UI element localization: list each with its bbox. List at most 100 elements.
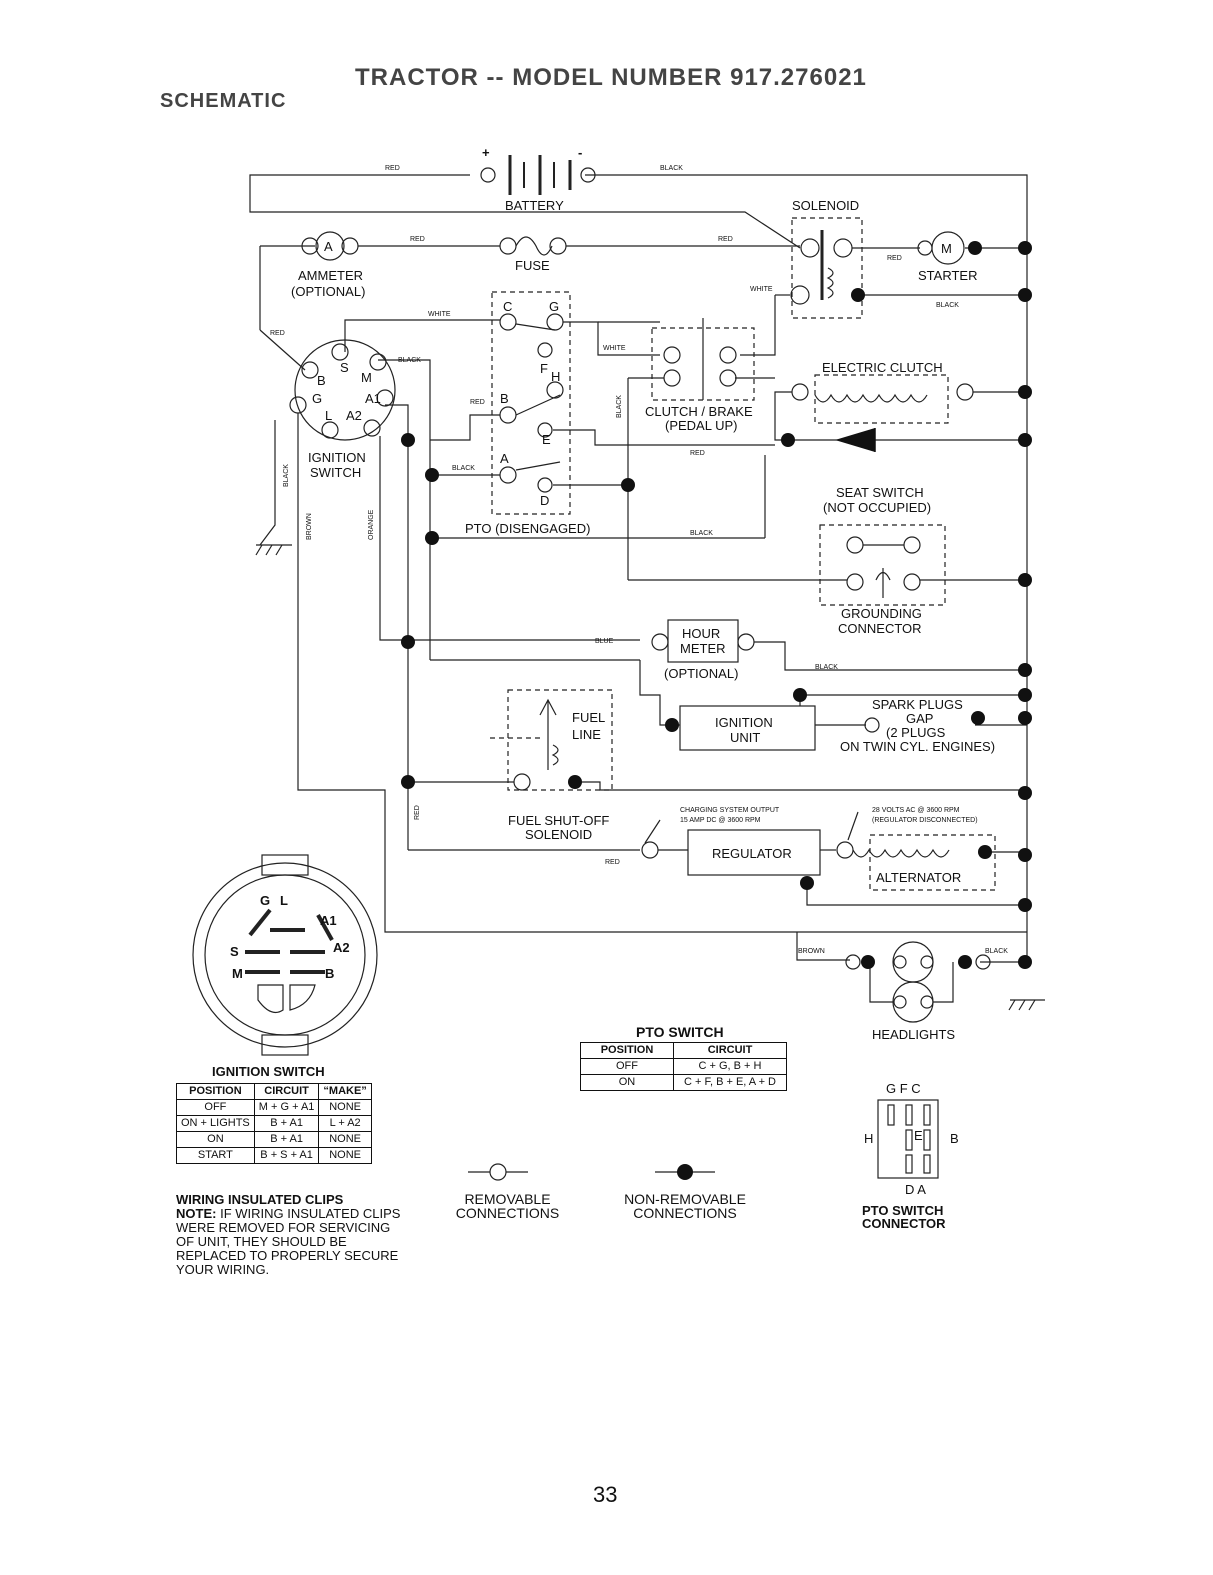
grounding-connector-label-1: GROUNDING bbox=[841, 606, 922, 621]
table-row: OFF C + G, B + H bbox=[580, 1058, 787, 1075]
hour-meter-label-1: HOUR bbox=[682, 626, 720, 641]
connector-letter-a1: A1 bbox=[320, 913, 337, 928]
table-header: “MAKE” bbox=[318, 1083, 372, 1100]
connector-letter-g: G bbox=[260, 893, 270, 908]
clutch-brake-label-1: CLUTCH / BRAKE bbox=[645, 404, 753, 419]
pto-table-caption: PTO SWITCH bbox=[636, 1024, 724, 1040]
hour-meter-label-2: METER bbox=[680, 641, 726, 656]
ammeter-optional: (OPTIONAL) bbox=[291, 284, 365, 299]
wire-label-black: BLACK bbox=[690, 530, 713, 537]
table-row: ON + LIGHTS B + A1 L + A2 bbox=[176, 1115, 372, 1132]
note-heading: WIRING INSULATED CLIPS bbox=[176, 1192, 344, 1207]
note-text: IF WIRING INSULATED CLIPS WERE REMOVED F… bbox=[176, 1206, 401, 1277]
legend-removable: REMOVABLE CONNECTIONS bbox=[450, 1192, 565, 1220]
table-cell: B + A1 bbox=[253, 1131, 320, 1148]
starter-label: STARTER bbox=[918, 268, 977, 283]
wire-label-red: RED bbox=[605, 859, 620, 866]
table-cell: M + G + A1 bbox=[253, 1099, 320, 1116]
connector-letter-a2: A2 bbox=[333, 940, 350, 955]
wire-label-white: WHITE bbox=[750, 286, 773, 293]
legend-removable-line-2: CONNECTIONS bbox=[455, 1205, 560, 1221]
spark-gap-label: GAP bbox=[906, 711, 933, 726]
battery-label: BATTERY bbox=[505, 198, 564, 213]
pto-connector-right: B bbox=[950, 1131, 959, 1146]
fuel-line-label-1: FUEL bbox=[572, 710, 605, 725]
table-header: CIRCUIT bbox=[253, 1083, 320, 1100]
fuel-solenoid-label-2: SOLENOID bbox=[525, 827, 592, 842]
legend-non-removable: NON-REMOVABLE CONNECTIONS bbox=[615, 1192, 755, 1220]
table-row: ON C + F, B + E, A + D bbox=[580, 1074, 787, 1091]
wire-label-red: RED bbox=[410, 236, 425, 243]
solenoid-label: SOLENOID bbox=[792, 198, 859, 213]
starter-symbol: M bbox=[941, 241, 952, 256]
ign-terminal-s: S bbox=[340, 360, 349, 375]
wire-label-blue: BLUE bbox=[595, 638, 614, 645]
pto-connector-caption-2: CONNECTOR bbox=[862, 1216, 946, 1231]
hour-meter-optional: (OPTIONAL) bbox=[664, 666, 738, 681]
pto-connector-center: E bbox=[914, 1128, 923, 1143]
charging-output-label-1: CHARGING SYSTEM OUTPUT bbox=[680, 807, 780, 814]
wire-label-orange-vertical: ORANGE bbox=[368, 509, 375, 540]
page-subtitle: SCHEMATIC bbox=[160, 90, 287, 112]
wire-label-black: BLACK bbox=[398, 357, 421, 364]
fuel-solenoid-label-1: FUEL SHUT-OFF bbox=[508, 813, 609, 828]
wire-label-red: RED bbox=[887, 255, 902, 262]
table-cell: B + A1 bbox=[253, 1115, 320, 1132]
ignition-unit-label-1: IGNITION bbox=[715, 715, 773, 730]
wire-label-red: RED bbox=[690, 450, 705, 457]
ign-terminal-a2: A2 bbox=[346, 408, 362, 423]
alternator-output-label-2: (REGULATOR DISCONNECTED) bbox=[872, 817, 978, 824]
spark-plugs-label: SPARK PLUGS bbox=[872, 697, 963, 712]
pto-connector-left: H bbox=[864, 1131, 873, 1146]
pto-terminal-e: E bbox=[542, 432, 551, 447]
ignition-unit-label-2: UNIT bbox=[730, 730, 760, 745]
electric-clutch-label: ELECTRIC CLUTCH bbox=[822, 360, 943, 375]
table-cell: NONE bbox=[318, 1099, 372, 1116]
grounding-connector-label-2: CONNECTOR bbox=[838, 621, 922, 636]
pto-terminal-g: G bbox=[549, 299, 559, 314]
table-cell: OFF bbox=[176, 1099, 255, 1116]
charging-output-label-2: 15 AMP DC @ 3600 RPM bbox=[680, 817, 761, 824]
page-number: 33 bbox=[593, 1482, 618, 1507]
spark-plugs-note: ON TWIN CYL. ENGINES) bbox=[840, 739, 995, 754]
connector-letter-l: L bbox=[280, 893, 288, 908]
pto-terminal-b: B bbox=[500, 391, 509, 406]
pto-disengaged-label: PTO (DISENGAGED) bbox=[465, 521, 590, 536]
ign-terminal-l: L bbox=[325, 408, 332, 423]
table-cell: START bbox=[176, 1147, 255, 1164]
pto-terminal-a: A bbox=[500, 451, 509, 466]
wire-label-black: BLACK bbox=[985, 948, 1008, 955]
pto-terminal-c: C bbox=[503, 299, 512, 314]
wire-label-black: BLACK bbox=[936, 302, 959, 309]
connector-letter-b: B bbox=[325, 966, 334, 981]
wire-label-black-vertical: BLACK bbox=[616, 395, 623, 418]
table-cell: OFF bbox=[580, 1058, 674, 1075]
pto-connector-bottom: D A bbox=[905, 1182, 926, 1197]
connector-letter-s: S bbox=[230, 944, 239, 959]
legend-removable-line-1: REMOVABLE bbox=[464, 1191, 551, 1207]
ignition-switch-table: POSITION CIRCUIT “MAKE” OFF M + G + A1 N… bbox=[176, 1083, 372, 1164]
table-cell: C + F, B + E, A + D bbox=[673, 1074, 787, 1091]
wire-label-black: BLACK bbox=[660, 165, 683, 172]
table-row: OFF M + G + A1 NONE bbox=[176, 1099, 372, 1116]
ammeter-symbol: A bbox=[324, 239, 333, 254]
table-cell: ON + LIGHTS bbox=[176, 1115, 255, 1132]
ign-terminal-m: M bbox=[361, 370, 372, 385]
ign-terminal-b: B bbox=[317, 373, 326, 388]
table-cell: C + G, B + H bbox=[673, 1058, 787, 1075]
connector-letter-m: M bbox=[232, 966, 243, 981]
table-cell: B + S + A1 bbox=[253, 1147, 320, 1164]
wire-label-white: WHITE bbox=[428, 311, 451, 318]
wire-label-red: RED bbox=[470, 399, 485, 406]
page-title: TRACTOR -- MODEL NUMBER 917.276021 bbox=[355, 64, 867, 91]
wire-label-red-vertical: RED bbox=[414, 805, 421, 820]
pto-connector-top: G F C bbox=[886, 1081, 921, 1096]
regulator-label: REGULATOR bbox=[712, 846, 792, 861]
note-body: NOTE: IF WIRING INSULATED CLIPS WERE REM… bbox=[176, 1207, 406, 1277]
legend-non-removable-line-2: CONNECTIONS bbox=[633, 1205, 737, 1221]
table-cell: NONE bbox=[318, 1131, 372, 1148]
ignition-switch-label-2: SWITCH bbox=[310, 465, 361, 480]
seat-switch-label-2: (NOT OCCUPIED) bbox=[823, 500, 931, 515]
legend-non-removable-line-1: NON-REMOVABLE bbox=[624, 1191, 746, 1207]
